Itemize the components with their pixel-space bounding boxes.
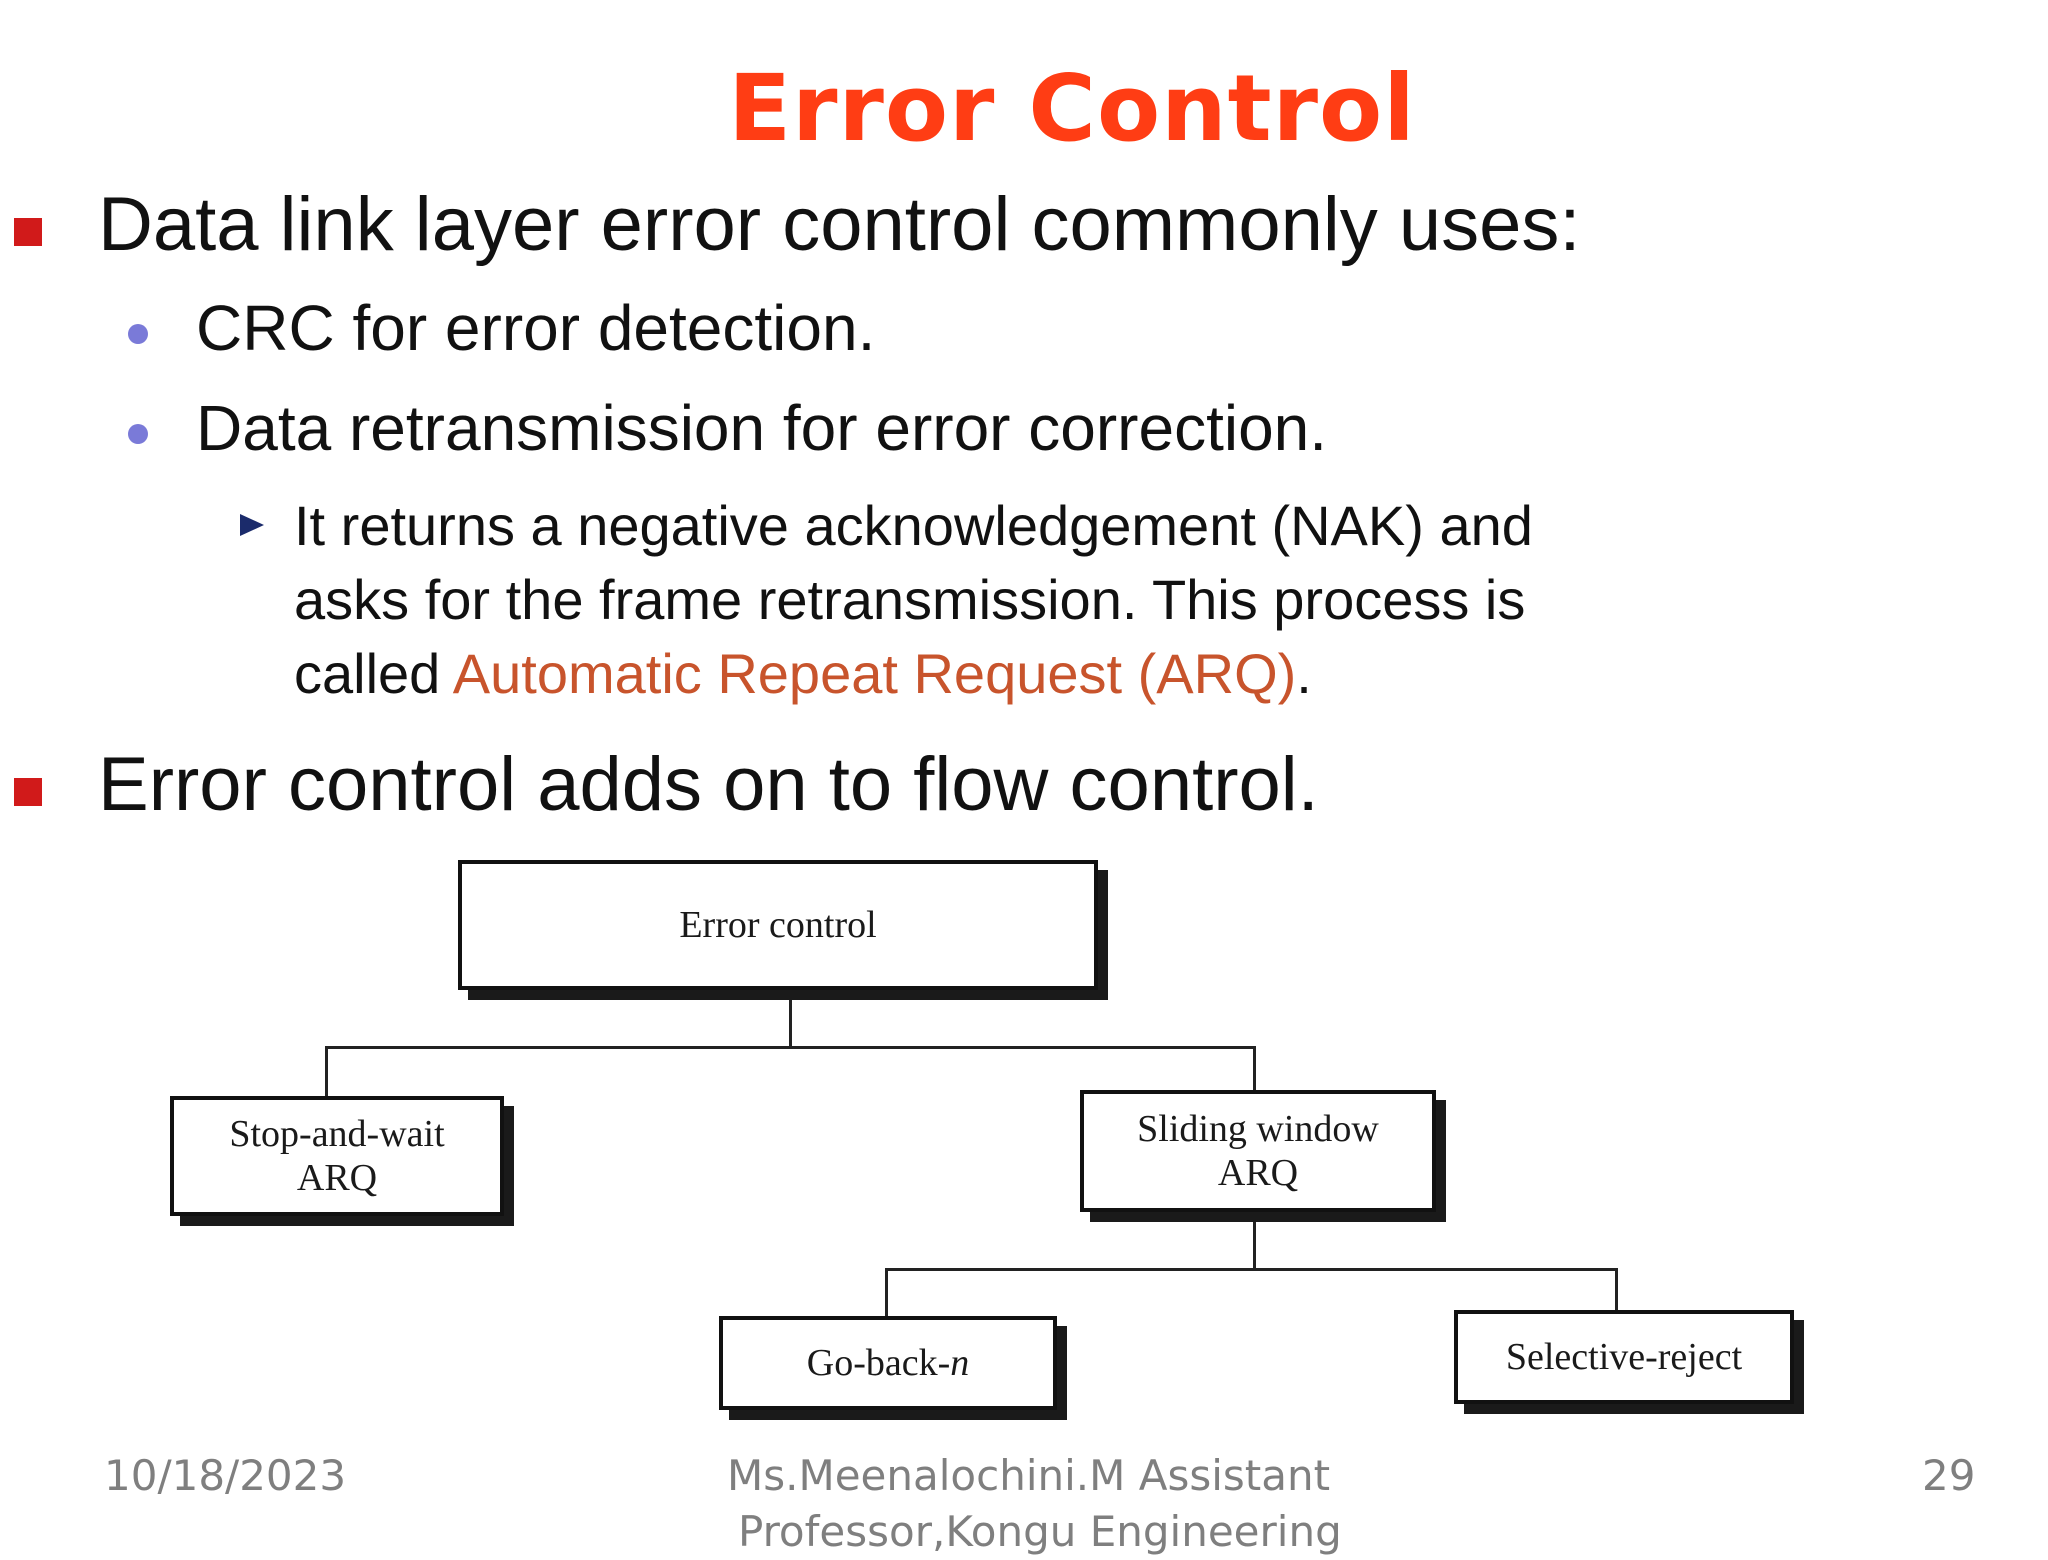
square-bullet-icon [14,218,42,246]
arq-highlight: Automatic Repeat Request (ARQ) [452,642,1297,705]
stop-and-wait-arq-label: ARQ [296,1157,378,1199]
sub-bullet-retransmission: Data retransmission for error correction… [196,392,1328,464]
connector-go-back-down [885,1268,888,1316]
connector-level1-horizontal [325,1046,1256,1049]
footer-date: 10/18/2023 [104,1451,347,1500]
dot-bullet-icon [128,324,148,344]
square-bullet-icon [14,778,42,806]
footer-author-line-1: Ms.Meenalochini.M Assistant [727,1451,1331,1500]
slide-title: Error Control [728,55,1416,162]
connector-root-down [789,990,792,1048]
footer-page-number: 29 [1922,1451,1976,1500]
nak-line-2: asks for the frame retransmission. This … [294,568,1526,631]
go-back-n-label: Go-back-n [807,1341,969,1385]
nak-line-3-suffix: . [1296,642,1312,705]
connector-sliding-down [1253,1046,1256,1090]
error-control-label: Error control [679,904,877,946]
sliding-window-box: Sliding window ARQ [1080,1090,1436,1212]
sliding-window-label: Sliding window [1137,1108,1379,1150]
nak-line-1: It returns a negative acknowledgement (N… [294,494,1533,557]
go-back-prefix: Go-back- [806,1342,951,1384]
error-control-box: Error control [458,860,1098,990]
stop-and-wait-label: Stop-and-wait [229,1113,445,1155]
connector-sliding-child-down [1253,1196,1256,1270]
selective-reject-box: Selective-reject [1454,1310,1794,1404]
go-back-n-variable: n [950,1342,970,1384]
connector-selective-down [1615,1268,1618,1310]
nak-line-3: called Automatic Repeat Request (ARQ). [294,637,1312,711]
bullet-error-control-flow: Error control adds on to flow control. [98,742,1319,827]
bullet-data-link-layer: Data link layer error control commonly u… [98,182,1581,267]
sub-bullet-crc: CRC for error detection. [196,292,876,364]
selective-reject-label: Selective-reject [1505,1336,1743,1378]
dot-bullet-icon [128,424,148,444]
arrow-bullet-icon [240,514,264,536]
go-back-n-box: Go-back-n [719,1316,1057,1410]
connector-stop-wait-down [325,1046,328,1098]
stop-and-wait-box: Stop-and-wait ARQ [170,1096,504,1216]
connector-level2-horizontal [885,1268,1618,1271]
footer-author-line-2: Professor,Kongu Engineering [738,1507,1342,1556]
nak-line-3-prefix: called [294,642,453,705]
sliding-window-arq-label: ARQ [1217,1152,1299,1194]
